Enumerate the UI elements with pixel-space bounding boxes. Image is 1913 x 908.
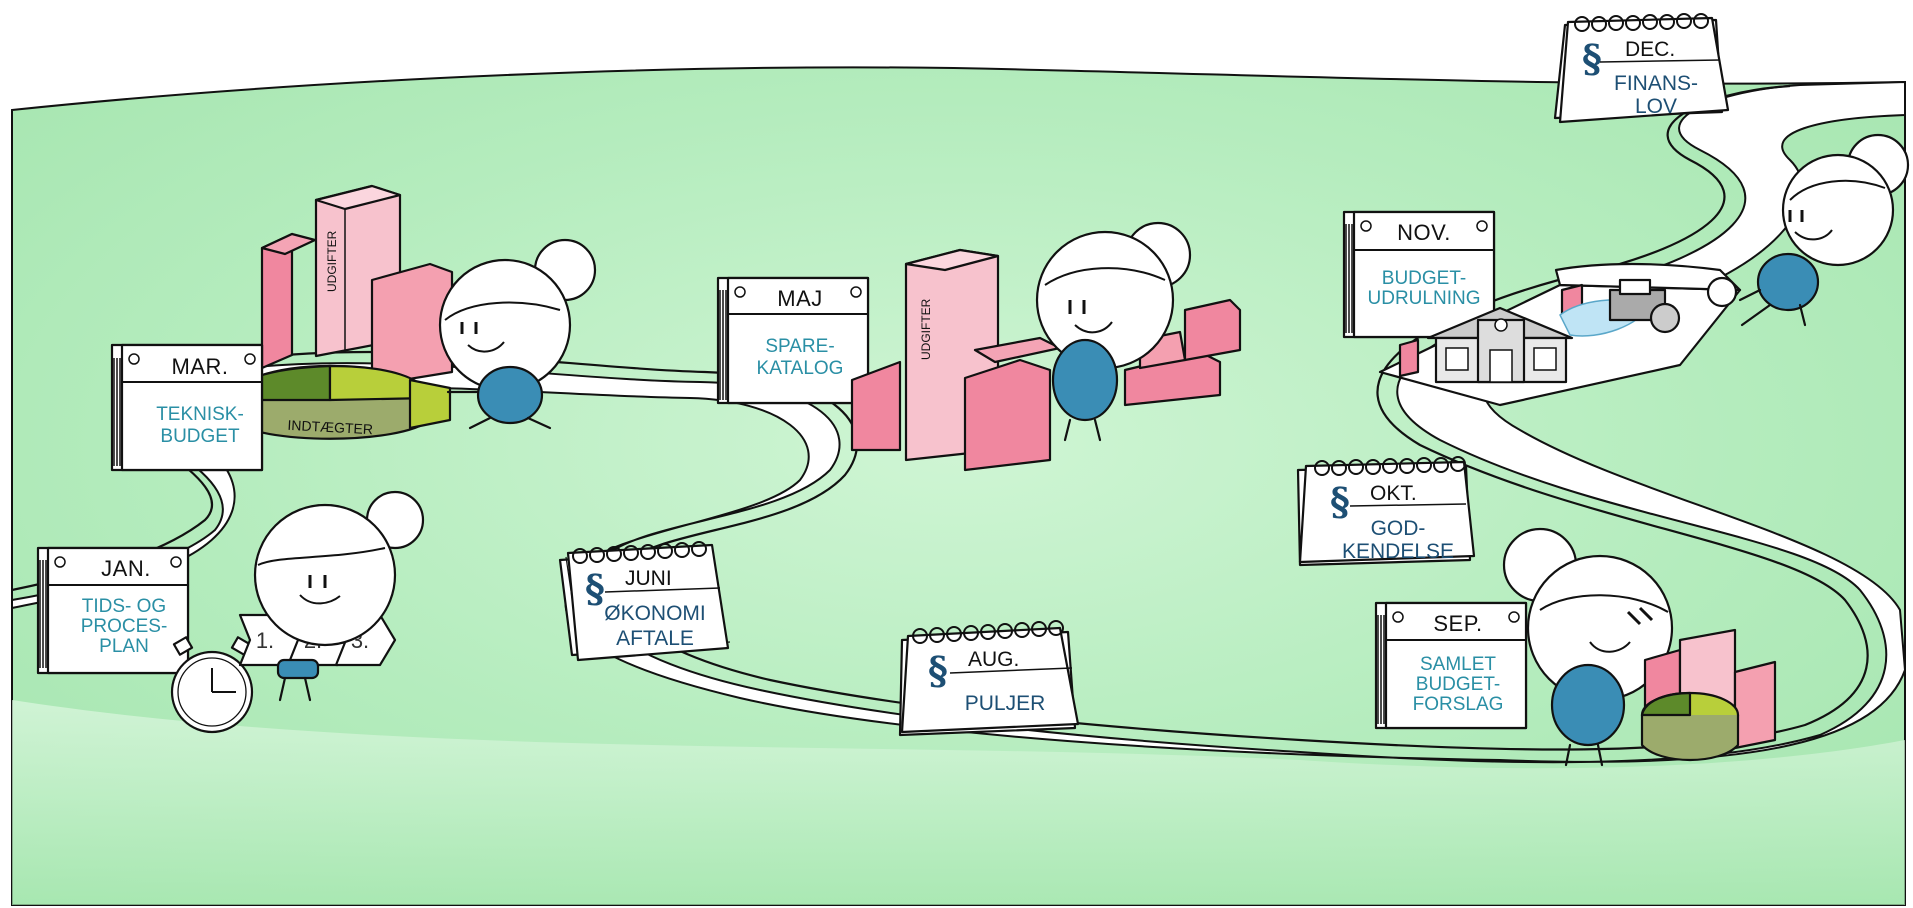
milestone-label-line: PROCES- [81, 616, 168, 637]
calendar-month: MAJ [777, 286, 823, 311]
calendar-month: SEP. [1433, 611, 1482, 636]
calendar-nov: NOV. BUDGET- UDRULNING [1344, 212, 1494, 337]
milestone-label-line: PULJER [965, 692, 1046, 715]
milestone-label-line: PLAN [99, 636, 149, 657]
calendar-month: MAR. [172, 354, 229, 379]
calendar-month: DEC. [1625, 38, 1675, 61]
milestone-label-line: BUDGET- [1416, 674, 1500, 695]
milestone-label-line: TEKNISK- [156, 404, 244, 425]
calendar-month: JUNI [625, 567, 672, 590]
calendar-dec: § DEC. FINANS- LOV [1555, 14, 1728, 122]
paragraph-icon: § [585, 566, 605, 611]
step-label: 1. [256, 628, 274, 653]
calendar-aug: § AUG. PULJER [900, 621, 1078, 735]
calendar-mar: MAR. TEKNISK- BUDGET [112, 345, 262, 470]
calendar-month: OKT. [1370, 482, 1417, 505]
milestone-label-line: LOV [1635, 95, 1677, 118]
milestone-label-line: BUDGET- [1382, 268, 1466, 289]
calendar-maj: MAJ SPARE- KATALOG [718, 278, 868, 403]
milestone-label-line: AFTALE [616, 627, 694, 650]
paragraph-icon: § [928, 648, 948, 693]
milestone-label-line: BUDGET [160, 426, 240, 447]
milestone-label-line: KATALOG [757, 358, 844, 379]
calendar-month: AUG. [968, 648, 1019, 671]
calendar-jan: JAN. TIDS- OG PROCES- PLAN [38, 548, 188, 673]
stopwatch-icon [172, 637, 252, 732]
milestone-label-line: KENDELSE [1342, 540, 1454, 563]
paragraph-icon: § [1582, 36, 1602, 81]
milestone-label-line: FORSLAG [1413, 694, 1504, 715]
calendar-juni: § JUNI ØKONOMI AFTALE [560, 542, 730, 660]
paragraph-icon: § [1330, 479, 1350, 524]
milestone-label-line: SPARE- [765, 336, 834, 357]
bar-label-expenses: UDGIFTER [919, 298, 933, 360]
milestone-label-line: TIDS- OG [82, 596, 166, 617]
calendar-month: JAN. [101, 556, 151, 581]
milestone-label-line: UDRULNING [1368, 288, 1481, 309]
milestone-label-line: ØKONOMI [604, 602, 706, 625]
calendar-sep: SEP. SAMLET BUDGET- FORSLAG [1376, 603, 1526, 728]
calendar-okt: § OKT. GOD- KENDELSE [1298, 457, 1474, 565]
bar-label-expenses: UDGIFTER [325, 230, 339, 292]
milestone-label-line: FINANS- [1614, 72, 1698, 95]
milestone-label-line: SAMLET [1420, 654, 1496, 675]
calendar-month: NOV. [1397, 220, 1451, 245]
milestone-label-line: GOD- [1371, 517, 1426, 540]
